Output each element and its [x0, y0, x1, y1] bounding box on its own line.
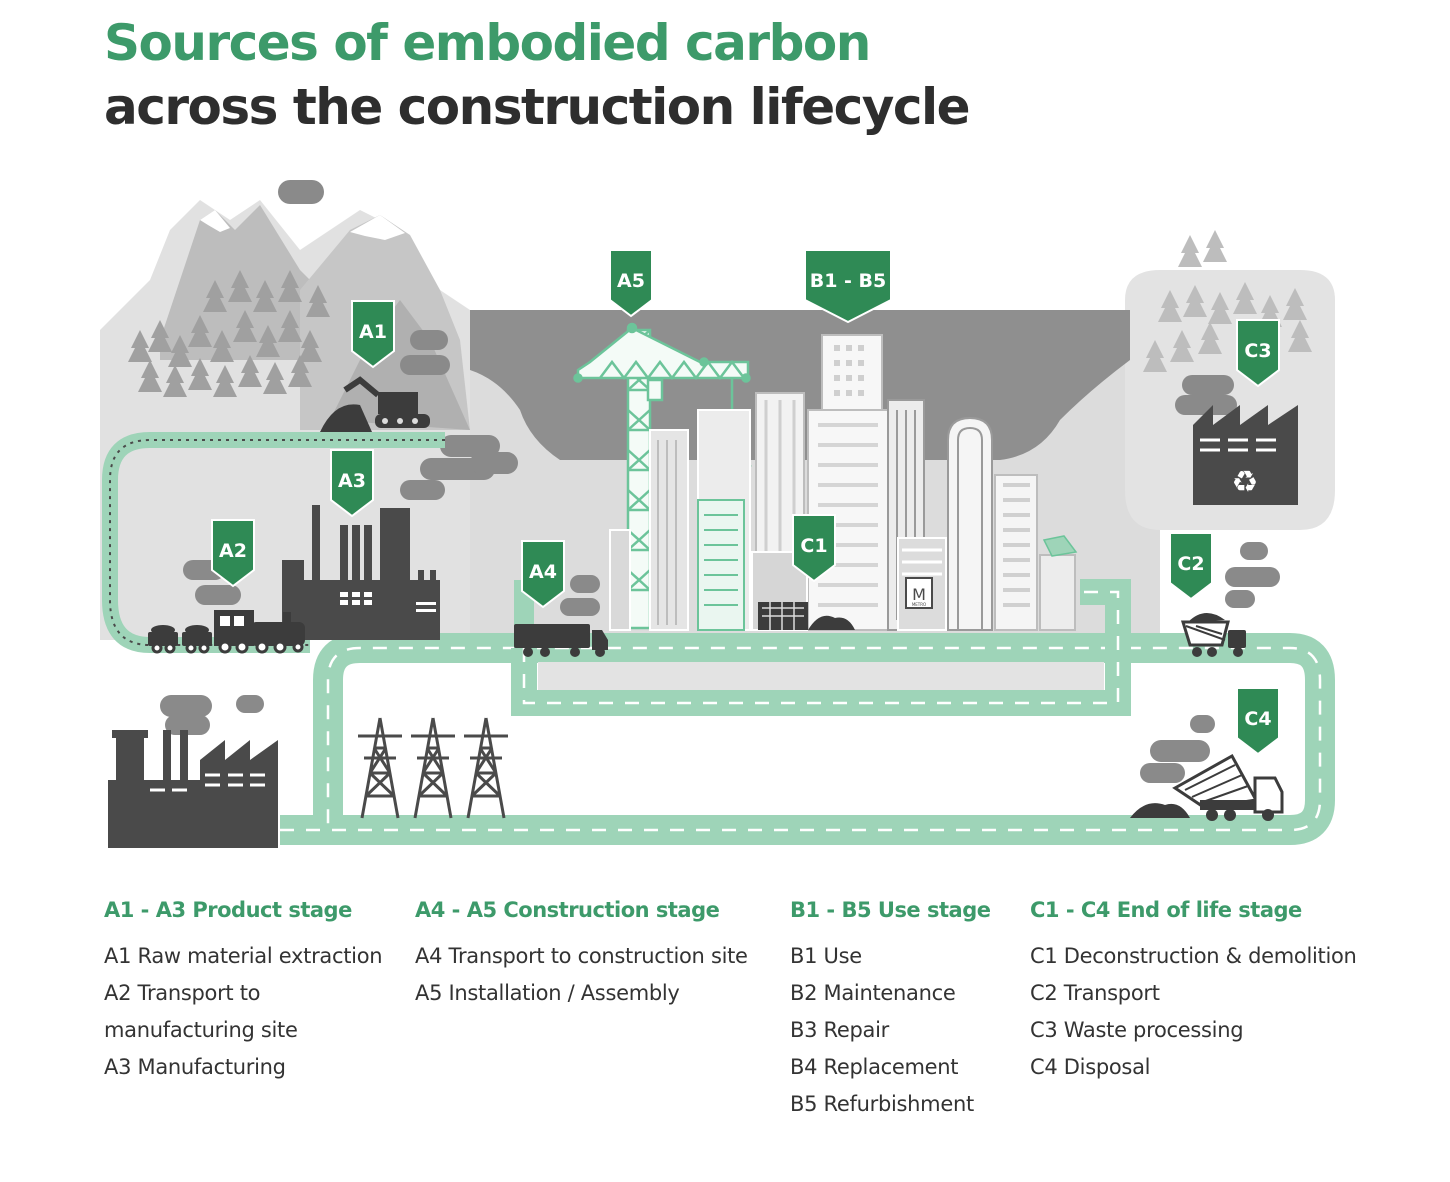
- cloud-icon: [160, 180, 1280, 783]
- roads: [280, 579, 1335, 845]
- svg-text:A5: A5: [617, 270, 645, 292]
- marker-c1: C1: [792, 514, 836, 582]
- legend-item: C3 Waste processing: [1030, 1018, 1244, 1042]
- svg-text:C1: C1: [800, 535, 827, 557]
- factory-icon: [108, 730, 278, 848]
- legend-heading: A4 - A5 Construction stage: [415, 898, 720, 922]
- title-line-2: across the construction lifecycle: [104, 78, 971, 136]
- legend-item: B3 Repair: [790, 1018, 889, 1042]
- legend-item: A1 Raw material extraction: [104, 944, 383, 968]
- metro-sign-label: METRO: [912, 602, 926, 607]
- truck-icon: [514, 624, 608, 657]
- legend-item: A4 Transport to construction site: [415, 944, 748, 968]
- waste-truck-icon: [1180, 612, 1246, 657]
- legend-end-of-life-stage: C1 - C4 End of life stage C1 Deconstruct…: [1030, 898, 1357, 1086]
- legend-item: B1 Use: [790, 944, 862, 968]
- dump-truck-icon: [1130, 753, 1284, 821]
- pylon-icon: [356, 716, 510, 820]
- legend-heading: A1 - A3 Product stage: [104, 898, 352, 922]
- legend-heading: C1 - C4 End of life stage: [1030, 898, 1302, 922]
- marker-b1-b5: B1 - B5: [804, 249, 892, 324]
- legend-item: C4 Disposal: [1030, 1055, 1151, 1079]
- legend-item: A2 Transport to manufacturing site: [104, 981, 298, 1042]
- svg-text:C3: C3: [1244, 340, 1271, 362]
- svg-text:A2: A2: [219, 540, 247, 562]
- legend-construction-stage: A4 - A5 Construction stage A4 Transport …: [415, 898, 748, 1012]
- marker-a4: A4: [521, 540, 565, 608]
- train-icon: [148, 610, 305, 654]
- rubble-icon: [758, 602, 855, 630]
- svg-text:♻: ♻: [1232, 465, 1259, 500]
- legend-use-stage: B1 - B5 Use stage B1 Use B2 Maintenance …: [790, 898, 991, 1123]
- svg-text:C4: C4: [1244, 708, 1271, 730]
- railway: [102, 432, 445, 653]
- skyscraper-icon: [609, 334, 1078, 631]
- lifecycle-illustration: M METRO ♻: [100, 180, 1335, 848]
- recycling-factory-icon: ♻: [1193, 405, 1298, 505]
- svg-text:A1: A1: [359, 321, 387, 343]
- excavator-icon: [320, 376, 430, 432]
- marker-a1: A1: [351, 300, 395, 368]
- legend-item: C2 Transport: [1030, 981, 1160, 1005]
- marker-c3: C3: [1236, 319, 1280, 387]
- legend-product-stage: A1 - A3 Product stage A1 Raw material ex…: [104, 898, 384, 1086]
- marker-c2: C2: [1169, 532, 1213, 600]
- marker-a2: A2: [211, 519, 255, 587]
- legend-item: B4 Replacement: [790, 1055, 959, 1079]
- legend-heading: B1 - B5 Use stage: [790, 898, 991, 922]
- legend-item: B5 Refurbishment: [790, 1092, 974, 1116]
- svg-text:B1 - B5: B1 - B5: [810, 270, 887, 292]
- marker-a3: A3: [330, 449, 374, 517]
- metro-sign-letter: M: [912, 585, 926, 604]
- svg-text:A3: A3: [338, 470, 366, 492]
- legend-item: B2 Maintenance: [790, 981, 956, 1005]
- legend-item: A3 Manufacturing: [104, 1055, 286, 1079]
- svg-text:A4: A4: [529, 561, 557, 583]
- legend-item: C1 Deconstruction & demolition: [1030, 944, 1357, 968]
- marker-c4: C4: [1236, 687, 1280, 755]
- marker-a5: A5: [609, 249, 653, 317]
- legend-item: A5 Installation / Assembly: [415, 981, 680, 1005]
- title-line-1: Sources of embodied carbon: [104, 14, 871, 72]
- factory-icon: [282, 505, 440, 640]
- svg-text:C2: C2: [1177, 553, 1204, 575]
